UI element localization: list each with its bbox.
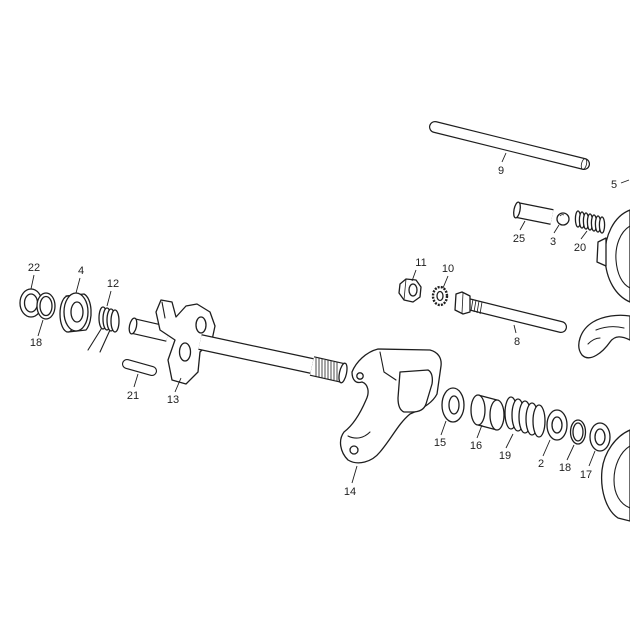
part-12-torsion-spring bbox=[87, 306, 120, 353]
part-20-spring bbox=[574, 210, 606, 234]
callout-20: 20 bbox=[574, 242, 586, 254]
callout-10: 10 bbox=[442, 263, 454, 275]
callout-18-right: 18 bbox=[559, 462, 571, 474]
part-10-lock-washer bbox=[431, 285, 449, 307]
callout-16: 16 bbox=[470, 440, 482, 452]
part-18-ring-right bbox=[569, 419, 587, 445]
part-8-bolt bbox=[454, 291, 567, 333]
callout-4: 4 bbox=[78, 265, 84, 277]
callout-2: 2 bbox=[538, 458, 544, 470]
callout-25: 25 bbox=[513, 233, 525, 245]
part-5-housing bbox=[596, 209, 630, 303]
part-18-ring-left bbox=[36, 292, 56, 320]
callout-17: 17 bbox=[580, 469, 592, 481]
callout-labels: 9 5 25 3 20 11 10 8 22 4 12 18 21 13 14 … bbox=[28, 165, 617, 498]
callout-5: 5 bbox=[611, 179, 617, 191]
part-17-washer bbox=[589, 422, 611, 452]
callout-13: 13 bbox=[167, 394, 179, 406]
leader-lines bbox=[30, 152, 630, 484]
callout-22: 22 bbox=[28, 262, 40, 274]
callout-9: 9 bbox=[498, 165, 504, 177]
callout-14: 14 bbox=[344, 486, 356, 498]
part-4-bushing bbox=[59, 292, 92, 333]
part-19-spring bbox=[504, 396, 546, 438]
callout-18-left: 18 bbox=[30, 337, 42, 349]
right-bracket bbox=[578, 314, 630, 359]
callout-21: 21 bbox=[127, 390, 139, 402]
part-14-plate-lever bbox=[339, 348, 442, 464]
part-22-washer bbox=[19, 288, 43, 318]
part-21-pin bbox=[122, 359, 157, 376]
lower-right-part bbox=[600, 429, 630, 522]
part-11-nut bbox=[398, 278, 422, 303]
callout-15: 15 bbox=[434, 437, 446, 449]
callout-3: 3 bbox=[550, 236, 556, 248]
part-25-pin bbox=[513, 201, 554, 225]
part-3-ball bbox=[556, 212, 570, 226]
part-16-bushing bbox=[470, 394, 505, 431]
callout-19: 19 bbox=[499, 450, 511, 462]
callout-8: 8 bbox=[514, 336, 520, 348]
callout-11: 11 bbox=[415, 257, 426, 269]
part-15-washer bbox=[441, 387, 465, 423]
part-9-rod bbox=[429, 121, 590, 170]
part-13-shaft-lever bbox=[128, 299, 348, 385]
part-2-washer bbox=[546, 409, 568, 441]
callout-12: 12 bbox=[107, 278, 119, 290]
